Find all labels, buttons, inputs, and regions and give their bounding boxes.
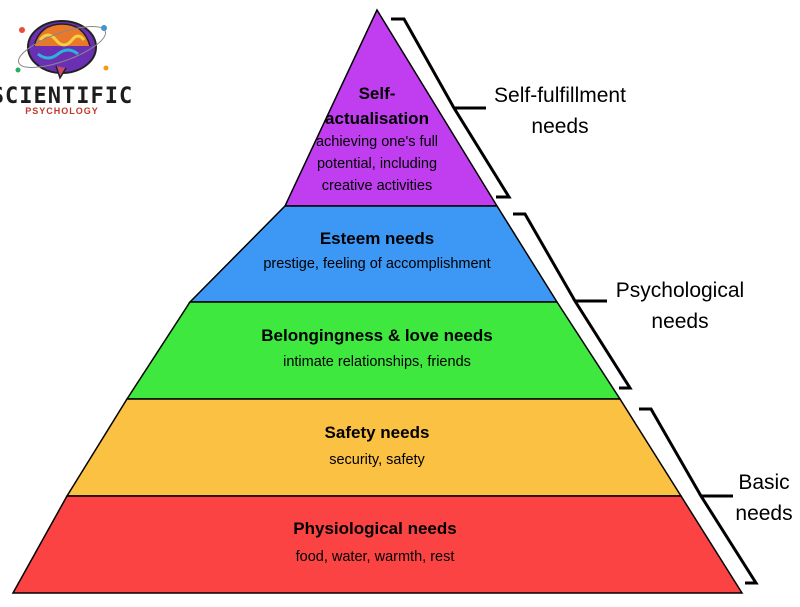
level-description: intimate relationships, friends — [283, 354, 471, 370]
bracket-label: Basic — [738, 471, 789, 494]
bracket-label: needs — [735, 502, 792, 525]
level-description: prestige, feeling of accomplishment — [263, 256, 490, 272]
level-esteem: Esteem needs prestige, feeling of accomp… — [263, 229, 490, 272]
level-self-actualisation: Self- actualisation achieving one's full… — [316, 84, 438, 194]
pyramid — [11, 8, 744, 594]
logo: SCIENTIFIC PSYCHOLOGY — [0, 20, 133, 116]
bracket-line — [639, 407, 759, 585]
bracket-label: Psychological — [616, 279, 744, 302]
bracket-line — [391, 17, 512, 199]
logo-subtitle: PSYCHOLOGY — [25, 106, 99, 116]
level-title: Physiological needs — [293, 519, 456, 538]
level-description: food, water, warmth, rest — [296, 549, 455, 565]
level-title: Self- — [359, 84, 396, 103]
level-belongingness: Belongingness & love needs intimate rela… — [261, 326, 492, 370]
bracket-label: Self-fulfillment — [494, 84, 626, 107]
brain-icon — [15, 20, 109, 80]
level-safety-band — [65, 398, 683, 497]
level-description: creative activities — [322, 178, 432, 194]
bracket-psychological: Psychological needs — [513, 212, 744, 390]
level-esteem-band — [188, 205, 559, 303]
logo-wordmark: SCIENTIFIC — [0, 84, 133, 109]
level-belongingness-band — [125, 301, 622, 400]
level-title: actualisation — [325, 109, 429, 128]
level-title: Safety needs — [325, 423, 430, 442]
level-description: achieving one's full — [316, 134, 438, 150]
bracket-label: needs — [651, 310, 708, 333]
level-description: security, safety — [329, 452, 425, 468]
bracket-label: needs — [531, 115, 588, 138]
bracket-line — [513, 212, 633, 390]
level-title: Esteem needs — [320, 229, 434, 248]
level-physiological-band — [11, 495, 744, 594]
level-safety: Safety needs security, safety — [325, 423, 430, 468]
level-physiological: Physiological needs food, water, warmth,… — [293, 519, 456, 565]
bracket-basic: Basic needs — [639, 407, 793, 585]
bracket-self-fulfillment: Self-fulfillment needs — [391, 17, 626, 199]
level-title: Belongingness & love needs — [261, 326, 492, 345]
level-description: potential, including — [317, 156, 437, 172]
